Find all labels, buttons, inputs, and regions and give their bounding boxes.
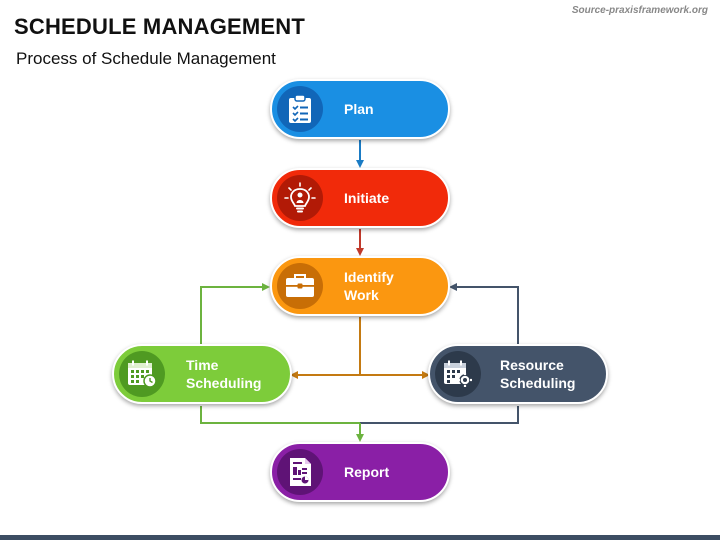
arrow-resource-to-identify [449,283,519,344]
line-resource-to-report [360,406,519,424]
source-credit: Source-praxisframework.org [571,5,708,16]
time-line2: Scheduling [186,375,262,391]
time-line1: Time [186,357,219,373]
step-time-scheduling[interactable]: Time Scheduling [112,344,292,404]
step-initiate-label: Initiate [344,190,390,206]
resource-line2: Scheduling [500,375,576,391]
line-time-to-report [200,406,360,424]
identify-line2: Work [344,287,379,303]
identify-line1: Identify [344,269,394,285]
step-initiate[interactable]: Initiate [270,168,450,228]
page-subtitle: Process of Schedule Management [16,49,276,68]
step-resource-scheduling[interactable]: Resource Scheduling [428,344,608,404]
step-plan-label: Plan [344,101,374,117]
page-title: SCHEDULE MANAGEMENT [14,14,306,39]
step-identify-work[interactable]: Identify Work [270,256,450,316]
idea-lightbulb-icon [277,175,323,221]
step-report-label: Report [344,464,390,480]
arrow-time-to-identify [200,283,270,344]
briefcase-icon [277,263,323,309]
calendar-gear-icon [435,351,481,397]
report-document-icon [277,449,323,495]
step-identify-work-label: Identify Work [344,258,394,314]
checklist-clipboard-icon [277,86,323,132]
step-resource-scheduling-label: Resource Scheduling [500,346,575,402]
step-time-scheduling-label: Time Scheduling [186,346,261,402]
bottom-accent-bar [0,535,720,540]
calendar-clock-icon [119,351,165,397]
resource-line1: Resource [500,357,564,373]
step-report[interactable]: Report [270,442,450,502]
step-plan[interactable]: Plan [270,79,450,139]
